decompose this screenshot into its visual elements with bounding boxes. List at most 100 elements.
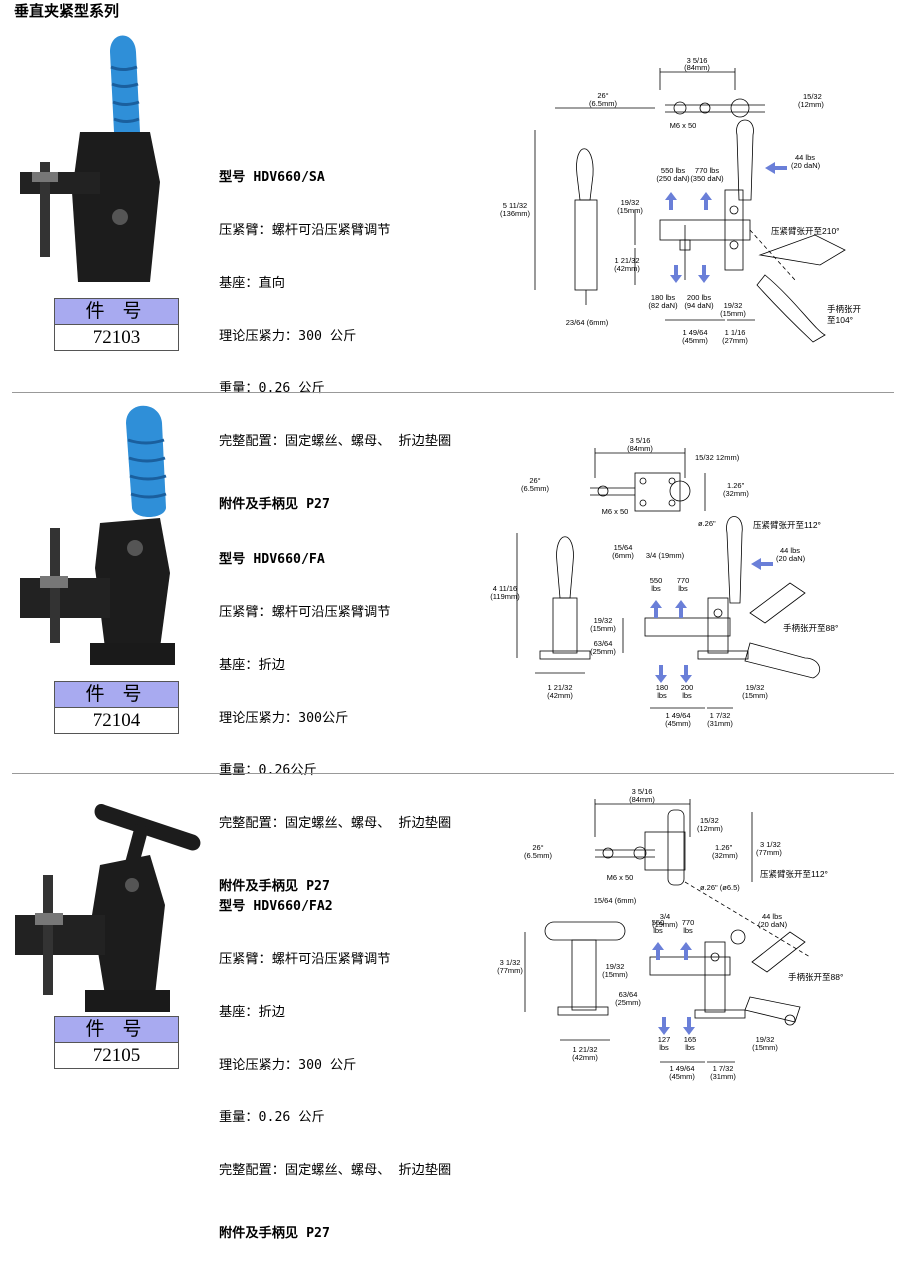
dim-d4: 63/64 (594, 639, 613, 648)
dim-bolt: M6 x 50 (607, 873, 634, 882)
part-number: 72105 (92, 1045, 141, 1066)
force-4-unit: lbs (682, 691, 692, 700)
open-arm: 压紧臂张开至112° (760, 869, 828, 879)
dim-d8: 1 7/32 (713, 1064, 734, 1073)
open-handle: 手柄张开至88° (788, 972, 843, 982)
spec-force: 理论压紧力：300公斤 (219, 710, 349, 726)
force-1-da: (250 daN) (656, 174, 690, 183)
model-name: 型号 HDV660/SA (219, 170, 325, 186)
dim-angle: 26° (529, 476, 540, 485)
spec-force: 理论压紧力：300 公斤 (219, 328, 357, 344)
force-3: 127 (658, 1035, 671, 1044)
force-3: 180 (656, 683, 669, 692)
dim-top-width-mm: (84mm) (684, 63, 710, 72)
force-2: 770 lbs (695, 166, 719, 175)
dim-bolt: M6 x 50 (602, 507, 629, 516)
section-divider (12, 392, 894, 393)
force-in: 44 lbs (780, 546, 800, 555)
force-3-da: (82 daN) (648, 301, 678, 310)
product-section-72104: 件号 72104 型号 HDV660/FA 压紧臂：螺杆可沿压紧臂调节 基座：折… (0, 398, 909, 894)
product-photo-72104 (20, 405, 175, 665)
dim-right-top: 15/32 (803, 92, 822, 101)
force-3: 180 lbs (651, 293, 675, 302)
dim-height: 5 11/32 (503, 201, 527, 210)
dim-height: 3 1/32 (500, 958, 521, 967)
force-2: 770 (682, 918, 695, 927)
dim-d5: 1 1/16 (725, 328, 746, 337)
part-number-box-72103: 件号 72103 (54, 298, 179, 351)
dim-h1: 1.26" (715, 843, 733, 852)
force-4-unit: lbs (685, 1043, 695, 1052)
dim-d1: 19/32 (621, 198, 640, 207)
dim-d2-mm: (19mm) (652, 920, 678, 929)
dim-top-width: 3 5/16 (630, 436, 651, 445)
force-4: 200 lbs (687, 293, 711, 302)
force-2-unit: lbs (678, 584, 688, 593)
spec-block-72105: 型号 HDV660/FA2 压紧臂：螺杆可沿压紧臂调节 基座：折边 理论压紧力：… (219, 863, 451, 1278)
dim-d5-mm: (42mm) (547, 691, 573, 700)
dim-height-mm: (119mm) (490, 592, 520, 601)
dim-top-width-mm: (84mm) (629, 795, 655, 804)
force-in-da: (20 daN) (776, 554, 806, 563)
dim-d2-mm: (42mm) (614, 264, 640, 273)
dim-d3-mm: (15mm) (590, 624, 616, 633)
dim-d4: 1 49/64 (682, 328, 707, 337)
spec-config: 完整配置：固定螺丝、螺母、 折边垫圈 (219, 434, 452, 450)
spec-block-72104: 型号 HDV660/FA 压紧臂：螺杆可沿压紧臂调节 基座：折边 理论压紧力：3… (219, 516, 451, 931)
spec-base: 基座：直向 (219, 275, 285, 291)
product-photo-72103 (20, 35, 160, 282)
spec-config: 完整配置：固定螺丝、螺母、 折边垫圈 (219, 1163, 452, 1179)
force-in-da: (20 daN) (791, 161, 821, 170)
dim-d4-mm: (25mm) (615, 998, 641, 1007)
dim-d4-mm: (25mm) (590, 647, 616, 656)
dim-d2: 1 21/32 (614, 256, 639, 265)
dim-hole: ø.26" (ø6.5) (700, 883, 740, 892)
dim-right-top: 15/32 12mm) (695, 453, 740, 462)
technical-drawing-72105: 3 5/16 (84mm) 15/32 (12mm) 3 1/32 (77mm)… (497, 787, 843, 1081)
dim-h1-mm: (32mm) (712, 851, 738, 860)
force-2: 770 (677, 576, 690, 585)
dim-angle: 26° (532, 843, 543, 852)
open-handle-2: 至104° (827, 315, 853, 325)
dim-right-top-mm: (12mm) (697, 824, 723, 833)
dim-height-mm: (77mm) (497, 966, 523, 975)
force-in: 44 lbs (795, 153, 815, 162)
part-number-box-72104: 件号 72104 (54, 681, 179, 734)
spec-accessories: 附件及手柄见 P27 (219, 878, 330, 894)
dim-bolt: M6 x 50 (670, 121, 697, 130)
dim-d1: 15/64 (614, 543, 633, 552)
product-photo-72105 (15, 803, 201, 1012)
spec-block-72103: 型号 HDV660/SA 压紧臂：螺杆可沿压紧臂调节 基座：直向 理论压紧力：3… (219, 134, 451, 549)
dim-angle-mm: (6.5mm) (589, 99, 617, 108)
dim-d8-mm: (31mm) (710, 1072, 736, 1081)
force-1: 550 lbs (661, 166, 685, 175)
spec-weight: 重量：0.26 公斤 (219, 381, 325, 397)
part-number-box-72105: 件号 72105 (54, 1016, 179, 1069)
dim-d1: 15/64 (6mm) (594, 896, 637, 905)
force-in: 44 lbs (762, 912, 782, 921)
force-1: 550 (652, 918, 665, 927)
dim-angle: 26° (597, 91, 608, 100)
dim-height-mm: (136mm) (500, 209, 531, 218)
dim-d5-mm: (27mm) (722, 336, 748, 345)
part-number-header: 件号 (55, 682, 178, 708)
force-1-unit: lbs (653, 926, 663, 935)
part-number: 72104 (92, 710, 141, 731)
dim-h2-mm: (77mm) (756, 848, 782, 857)
dim-d1-mm: (15mm) (617, 206, 643, 215)
product-section-72105: 件号 72105 型号 HDV660/FA2 压紧臂：螺杆可沿压紧臂调节 基座：… (0, 780, 909, 1241)
force-2-unit: lbs (683, 926, 693, 935)
dim-angle-mm: (6.5mm) (521, 484, 549, 493)
part-number-header: 件号 (55, 299, 178, 325)
spec-arm: 压紧臂：螺杆可沿压紧臂调节 (219, 604, 391, 620)
dim-d7: 1 49/64 (669, 1064, 694, 1073)
force-3-unit: lbs (659, 1043, 669, 1052)
dim-d4-mm: (45mm) (682, 336, 708, 345)
dim-d6-mm: (15mm) (742, 691, 768, 700)
open-arm: 压紧臂张开至210° (771, 226, 840, 236)
force-2-da: (350 daN) (690, 174, 724, 183)
dim-d1-mm: (6mm) (612, 551, 634, 560)
dim-d6: 19/32 (746, 683, 765, 692)
dim-top-width: 3 5/16 (632, 787, 653, 796)
dim-bottom-left: 23/64 (6mm) (566, 318, 609, 327)
